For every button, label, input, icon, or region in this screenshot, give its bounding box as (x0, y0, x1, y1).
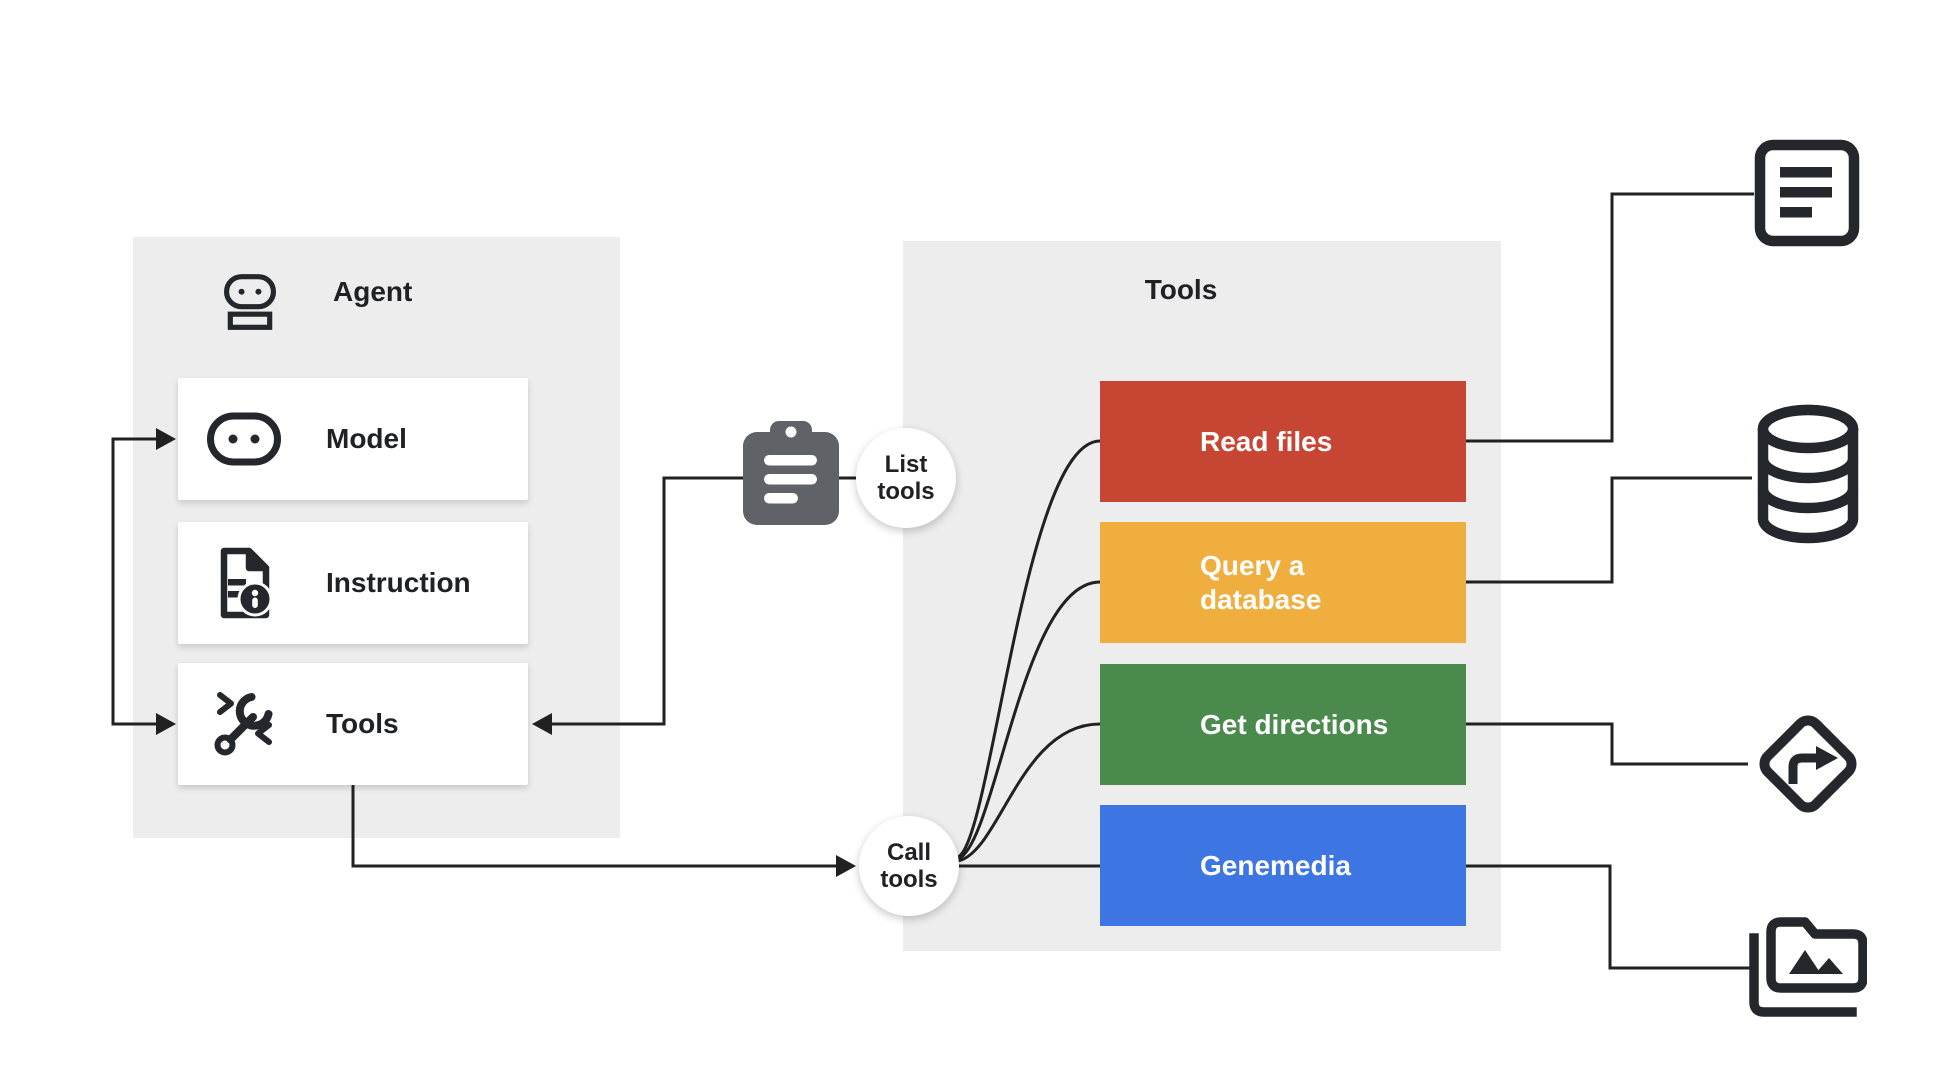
directions-icon (1748, 704, 1868, 824)
agent-card-model: Model (178, 378, 528, 500)
tool-box-query-database: Query a database (1100, 522, 1466, 643)
robot-icon (220, 271, 280, 333)
tool-box-genemedia: Genemedia (1100, 805, 1466, 926)
list-tools-label: List tools (877, 451, 935, 505)
arrowhead-into-tools-right (532, 713, 552, 735)
instruction-card-label: Instruction (326, 567, 471, 598)
directions-to-diamond-line (1466, 722, 1748, 766)
model-robot-face-icon (204, 411, 284, 467)
clipboard-icon (743, 421, 839, 525)
get-directions-label: Get directions (1200, 708, 1389, 740)
read-files-label: Read files (1200, 425, 1333, 457)
tools-card-label: Tools (326, 708, 399, 739)
read-files-to-document-line (1466, 192, 1754, 443)
curve-to-get-directions (957, 722, 1101, 863)
arrowhead-into-model (156, 428, 176, 450)
tool-box-get-directions: Get directions (1100, 664, 1466, 785)
database-icon (1752, 404, 1864, 544)
genemedia-to-media-line (1466, 864, 1752, 970)
model-tools-loop-line (111, 437, 160, 726)
tool-box-read-files: Read files (1100, 381, 1466, 502)
wrench-code-icon (204, 688, 284, 760)
call-tools-label: Call tools (880, 839, 938, 893)
agent-card-instruction: Instruction (178, 522, 528, 644)
call-tools-line (351, 785, 836, 868)
agent-panel-title: Agent (333, 276, 413, 307)
call-tools-node: Call tools (859, 816, 959, 916)
arrowhead-into-call-tools (836, 855, 856, 877)
model-card-label: Model (326, 423, 407, 454)
instruction-document-icon (204, 546, 284, 620)
document-icon (1754, 139, 1860, 247)
arrowhead-into-tools-left (156, 713, 176, 735)
genemedia-label: Genemedia (1200, 849, 1351, 881)
agent-card-tools: Tools (178, 663, 528, 785)
media-folder-icon (1749, 914, 1867, 1018)
curve-to-read-files (957, 439, 1101, 859)
query-to-database-line (1466, 476, 1752, 584)
tools-panel-title: Tools (1144, 274, 1218, 305)
curve-to-query-database (957, 580, 1101, 861)
query-database-label: Query a database (1200, 549, 1322, 615)
list-tools-node: List tools (856, 428, 956, 528)
